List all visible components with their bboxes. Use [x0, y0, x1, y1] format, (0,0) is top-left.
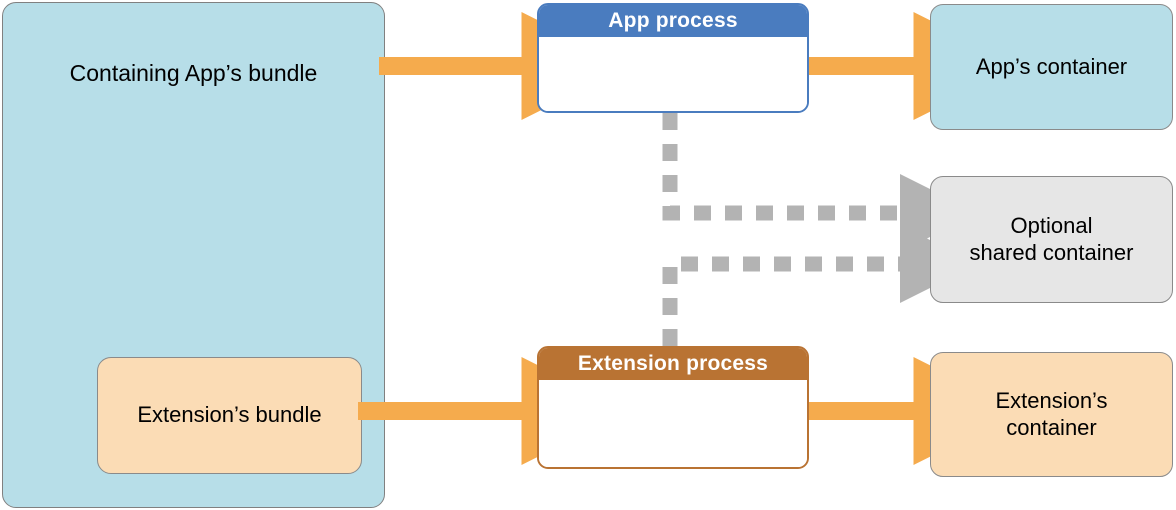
app-container-box: App’s container	[930, 4, 1173, 130]
containing-app-bundle-label: Containing App’s bundle	[69, 60, 318, 86]
optional-shared-container-label: Optional shared container	[970, 213, 1134, 267]
extension-container-box: Extension’s container	[930, 352, 1173, 477]
extension-container-label-line2: container	[1006, 414, 1097, 440]
extension-container-label: Extension’s container	[995, 388, 1107, 442]
app-container-label: App’s container	[975, 53, 1128, 79]
app-process-header: App process	[539, 5, 807, 37]
extension-bundle-label: Extension’s bundle	[137, 402, 322, 428]
arrow-app-process-to-shared-container	[662, 113, 978, 253]
app-process-box: App process	[537, 3, 809, 113]
optional-shared-container-box: Optional shared container	[930, 176, 1173, 303]
extension-process-header: Extension process	[539, 348, 807, 380]
extension-bundle-box: Extension’s bundle	[97, 357, 362, 474]
optional-shared-container-label-line1: Optional	[1010, 212, 1093, 238]
extension-container-label-line1: Extension’s	[995, 387, 1108, 413]
extension-process-box: Extension process	[537, 346, 809, 469]
extension-process-body	[539, 380, 807, 467]
arrow-extension-process-to-shared-container	[662, 225, 978, 346]
app-process-body	[539, 37, 807, 111]
optional-shared-container-label-line2: shared container	[969, 239, 1134, 265]
